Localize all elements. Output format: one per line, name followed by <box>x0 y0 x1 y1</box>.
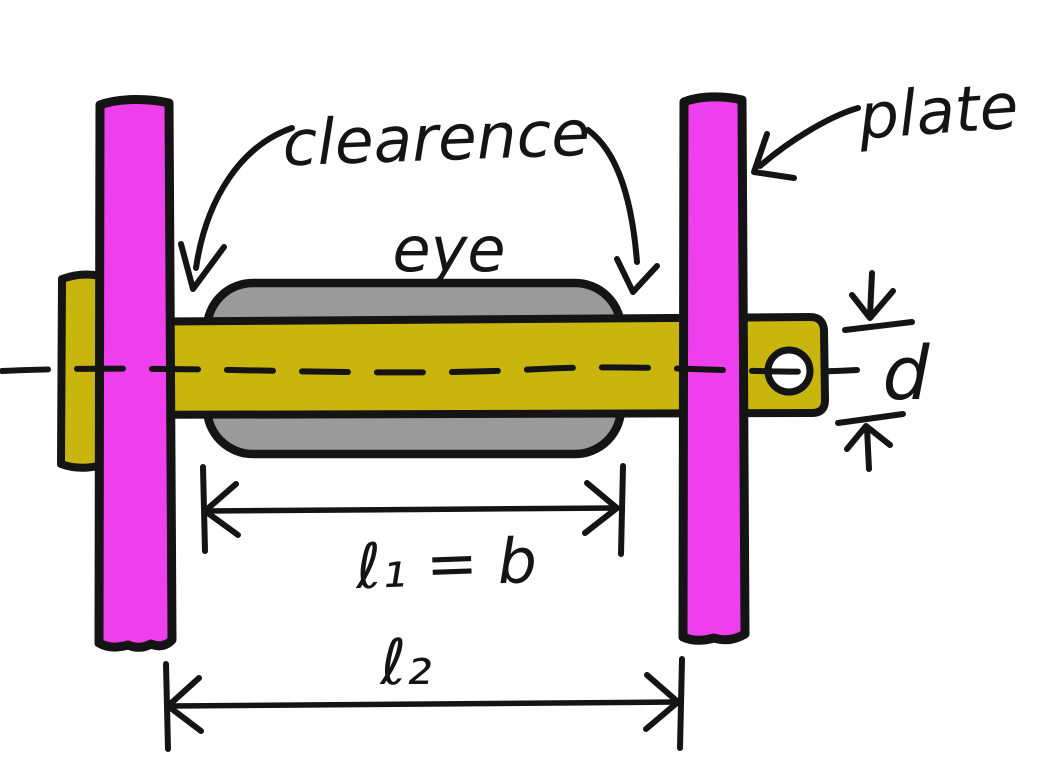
clearance-arrow-left-curve <box>193 125 295 271</box>
dimension-l2: ℓ₂ <box>163 626 685 752</box>
l2-arrowhead-right <box>643 672 681 732</box>
clearance-arrow-right-curve <box>585 127 640 265</box>
l1-extension-tick-right <box>618 463 626 557</box>
left-plate <box>94 94 177 652</box>
plate-arrow-head <box>751 131 797 181</box>
l2-dimension-label: ℓ₂ <box>379 626 431 699</box>
dimension-d: d <box>835 270 931 472</box>
d-dimension-label: d <box>883 331 931 417</box>
d-arrowhead-up <box>844 423 893 452</box>
plate-label: plate <box>855 70 1020 154</box>
d-reference-line-top <box>842 319 915 333</box>
l2-extension-tick-right <box>677 656 685 751</box>
plate-annotation: plate <box>751 70 1021 181</box>
eye-label: eye <box>393 213 506 286</box>
l2-extension-tick-left <box>163 661 171 752</box>
clearance-annotation: clearence <box>178 97 660 295</box>
clearance-leader-arrow-right <box>585 127 660 295</box>
clearance-arrow-right-head <box>614 256 660 295</box>
d-arrow-top-shaft <box>867 270 875 319</box>
l1-extension-tick-left <box>200 464 208 554</box>
clearance-leader-arrow-left <box>178 125 295 292</box>
clearance-label: clearence <box>281 97 591 181</box>
l2-dimension-line <box>166 699 680 709</box>
clearance-arrow-left-head <box>178 241 227 292</box>
dimension-l1: ℓ₁ = b <box>200 463 626 603</box>
plate-arrow-curve <box>757 105 861 169</box>
d-arrow-bottom-shaft <box>864 425 872 472</box>
centerline <box>0 364 860 376</box>
d-reference-line-bottom <box>835 411 906 426</box>
l1-dimension-label: ℓ₁ = b <box>353 524 538 603</box>
l1-arrowhead-right <box>582 480 620 536</box>
l1-dimension-line <box>203 505 619 514</box>
d-arrowhead-down <box>849 288 896 321</box>
pin-rod <box>94 313 829 419</box>
